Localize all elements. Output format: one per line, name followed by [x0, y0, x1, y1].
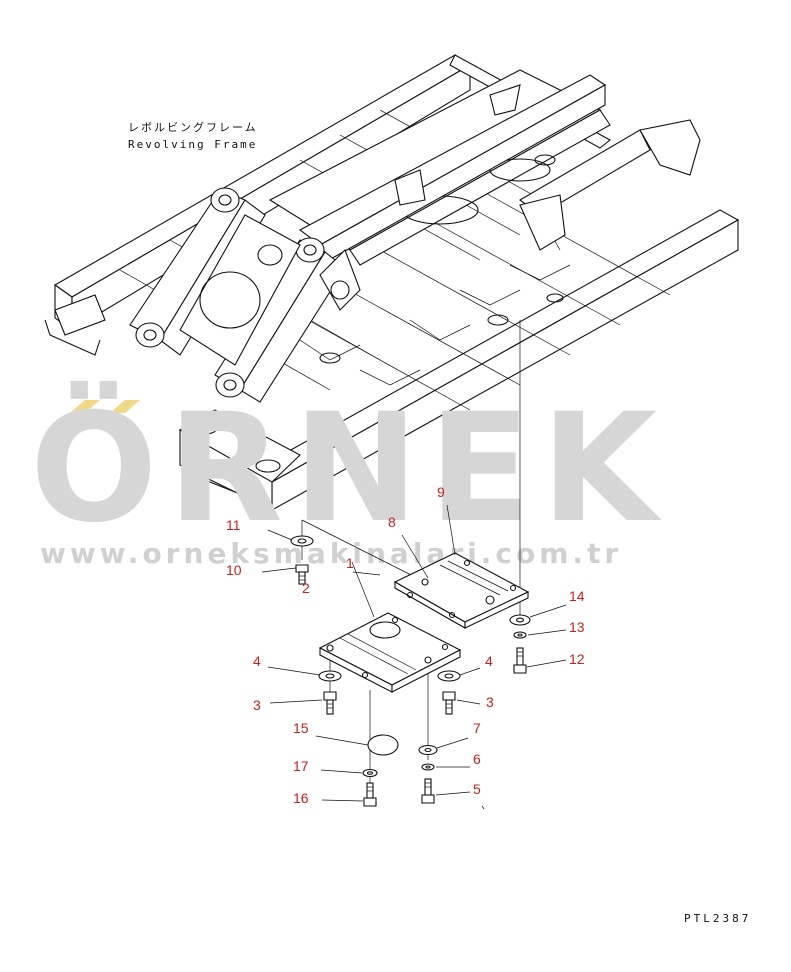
callout-17: 17 — [293, 758, 309, 774]
callout-16: 16 — [293, 790, 309, 806]
bolt-5 — [421, 778, 435, 804]
cover-plate-9 — [393, 552, 530, 629]
bolt-12 — [513, 647, 527, 674]
washer-17 — [362, 768, 378, 778]
callout-7: 7 — [473, 720, 481, 736]
bolt-16 — [363, 782, 377, 807]
callout-11: 11 — [226, 517, 241, 533]
bolt-10 — [295, 564, 309, 585]
watermark: ÖRNEK www.orneksmakinalari.com.tr — [30, 380, 667, 570]
spring-washer-13 — [513, 631, 527, 639]
watermark-accent-left — [70, 400, 100, 413]
callout-10: 10 — [226, 562, 242, 578]
callout-1: 1 — [346, 555, 354, 571]
callout-9: 9 — [437, 484, 445, 500]
washer-14 — [509, 614, 531, 626]
callout-4-right: 4 — [485, 653, 493, 669]
callout-3-left: 3 — [253, 697, 261, 713]
watermark-accent-right — [110, 400, 140, 413]
spring-washer-6 — [421, 763, 435, 771]
callout-3-right: 3 — [486, 694, 494, 710]
callout-12: 12 — [569, 651, 585, 667]
washer-7 — [418, 744, 438, 756]
plug-15 — [367, 734, 399, 756]
bolt-3-right — [442, 691, 456, 715]
washer-4-left — [318, 670, 342, 682]
washer-4-right — [437, 670, 461, 682]
callout-4-left: 4 — [253, 653, 261, 669]
washer-11 — [290, 535, 314, 547]
bolt-3-left — [323, 691, 337, 715]
exploded-parts — [261, 320, 567, 810]
callout-13: 13 — [569, 619, 585, 635]
watermark-word: ÖRNEK — [30, 380, 667, 556]
callout-2: 2 — [302, 580, 310, 596]
callout-8: 8 — [388, 514, 396, 530]
callouts: 11 10 2 1 8 9 4 4 3 3 15 7 17 6 16 5 14 … — [226, 484, 585, 806]
callout-14: 14 — [569, 588, 585, 604]
watermark-url: www.orneksmakinalari.com.tr — [40, 537, 622, 570]
frame-label-jp: レボルビングフレーム — [128, 120, 258, 134]
callout-15: 15 — [293, 720, 309, 736]
drawing-code: PTL2387 — [684, 912, 751, 925]
revolving-frame-drawing — [44, 54, 740, 511]
callout-6: 6 — [473, 751, 481, 767]
frame-label-en: Revolving Frame — [128, 138, 257, 151]
cover-plate-1 — [318, 612, 462, 693]
callout-5: 5 — [473, 781, 481, 797]
